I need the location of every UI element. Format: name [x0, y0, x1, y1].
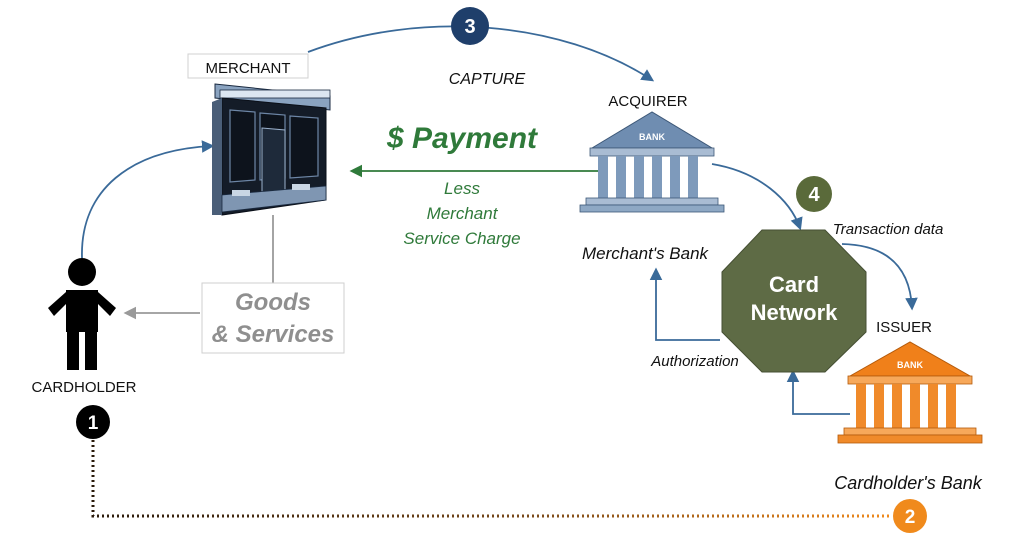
step-3-badge: 3 [451, 7, 489, 45]
network-to-issuer-arrow [841, 243, 918, 311]
transaction-data-label: Transaction data [833, 221, 944, 238]
issuer-to-network-arrow [786, 369, 850, 415]
step-4-number: 4 [808, 184, 820, 206]
capture-label: CAPTURE [449, 71, 526, 88]
merchant-store-icon [212, 83, 331, 216]
authorization-arrow [649, 267, 720, 341]
acquirer-bank-sign: BANK [639, 132, 665, 142]
step-2-badge: 2 [893, 499, 927, 533]
issuer-caption: Cardholder's Bank [834, 473, 983, 493]
step-3-number: 3 [464, 16, 475, 38]
issuer-bank-sign: BANK [897, 360, 923, 370]
issuer-label: ISSUER [876, 319, 932, 336]
merchant-label: MERCHANT [206, 60, 291, 77]
card-network-line1: Card [769, 272, 819, 297]
less-label-line3: Service Charge [403, 229, 520, 248]
step-2-number: 2 [905, 507, 916, 528]
step-1-number: 1 [88, 413, 99, 434]
payment-label: $ Payment [386, 122, 539, 155]
authorization-label: Authorization [650, 353, 739, 370]
step-1-badge: 1 [76, 405, 110, 439]
issuer-bank-icon: BANK [837, 341, 983, 444]
less-label-line2: Merchant [427, 204, 499, 223]
cardholder-person-icon [48, 258, 116, 370]
acquirer-caption: Merchant's Bank [582, 244, 710, 263]
goods-services-box [201, 282, 345, 354]
less-label-line1: Less [444, 179, 480, 198]
step-4-badge: 4 [796, 176, 832, 212]
goods-label-line2: & Services [212, 321, 335, 348]
card-network-node: Card Network [721, 229, 867, 373]
acquirer-to-network-arrow [711, 163, 803, 231]
goods-label-line1: Goods [235, 289, 311, 316]
acquirer-label: ACQUIRER [608, 93, 687, 110]
cardholder-label: CARDHOLDER [31, 379, 136, 396]
merchant-label-box [187, 53, 309, 79]
cardholder-to-issuer-dotted-path [91, 440, 890, 518]
card-network-line2: Network [751, 300, 839, 325]
acquirer-bank-icon: BANK [579, 111, 725, 213]
cardholder-to-merchant-arrow [81, 140, 215, 259]
